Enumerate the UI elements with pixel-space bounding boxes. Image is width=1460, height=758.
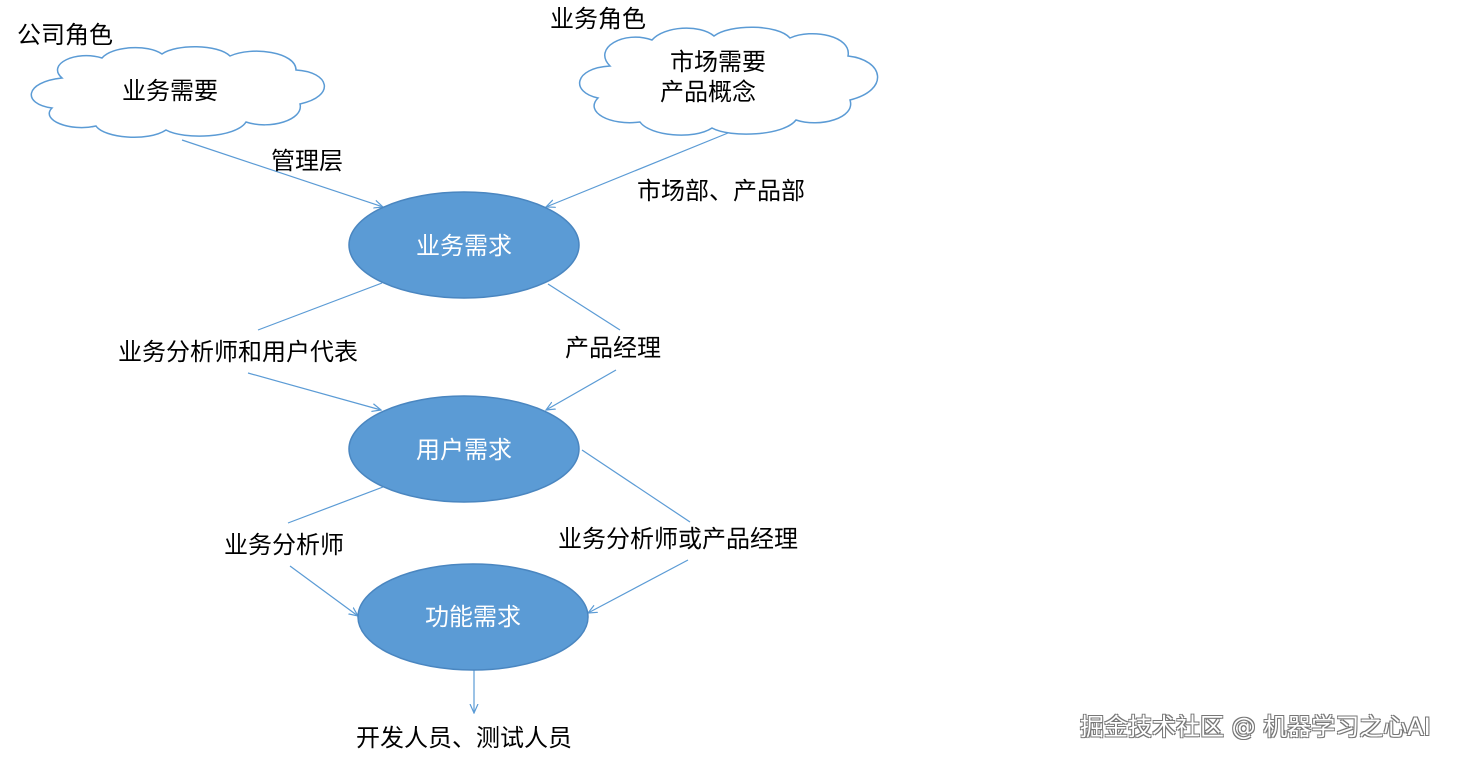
edge-cloud-to-business-req	[181, 139, 383, 207]
edge-ba-label-to-function-req	[289, 565, 358, 616]
edge-label-market-product-dept: 市场部、产品部	[637, 177, 805, 205]
edge-label-product-manager: 产品经理	[565, 334, 661, 362]
edge-label-management: 管理层	[271, 147, 343, 175]
cloud-market-need-text: 市场需要	[670, 48, 766, 76]
business-role-label: 业务角色	[550, 5, 646, 33]
node-business-req-text: 业务需求	[416, 232, 512, 260]
edge-bapm-label-to-function-req	[588, 559, 689, 613]
cloud-market-need	[579, 26, 879, 136]
watermark: 掘金技术社区 @ 机器学习之心AI	[1080, 713, 1431, 741]
node-business-req	[348, 191, 580, 299]
node-function-req-text: 功能需求	[425, 603, 521, 631]
edge-user-to-ba-label	[287, 486, 384, 524]
edge-market-to-business-req	[546, 132, 729, 207]
cloud-product-concept-text: 产品概念	[660, 78, 756, 106]
node-user-req-text: 用户需求	[416, 436, 512, 464]
edge-ba-label-to-user-req	[247, 372, 381, 410]
edge-pm-label-to-user-req	[546, 369, 617, 410]
edge-user-to-bapm-label	[581, 449, 691, 523]
node-function-req	[357, 563, 589, 671]
cloud-business-need-text: 业务需要	[122, 77, 218, 105]
edge-label-business-analyst: 业务分析师	[224, 531, 344, 559]
node-user-req	[348, 395, 580, 503]
edge-label-dev-test: 开发人员、测试人员	[356, 724, 572, 752]
cloud-business-need	[30, 46, 325, 138]
edge-label-ba-or-pm: 业务分析师或产品经理	[558, 525, 798, 553]
edge-business-to-pm-label	[547, 283, 621, 331]
edge-business-to-ba-label	[257, 282, 383, 331]
edge-label-ba-and-user-rep: 业务分析师和用户代表	[118, 338, 358, 366]
company-role-label: 公司角色	[17, 21, 113, 49]
